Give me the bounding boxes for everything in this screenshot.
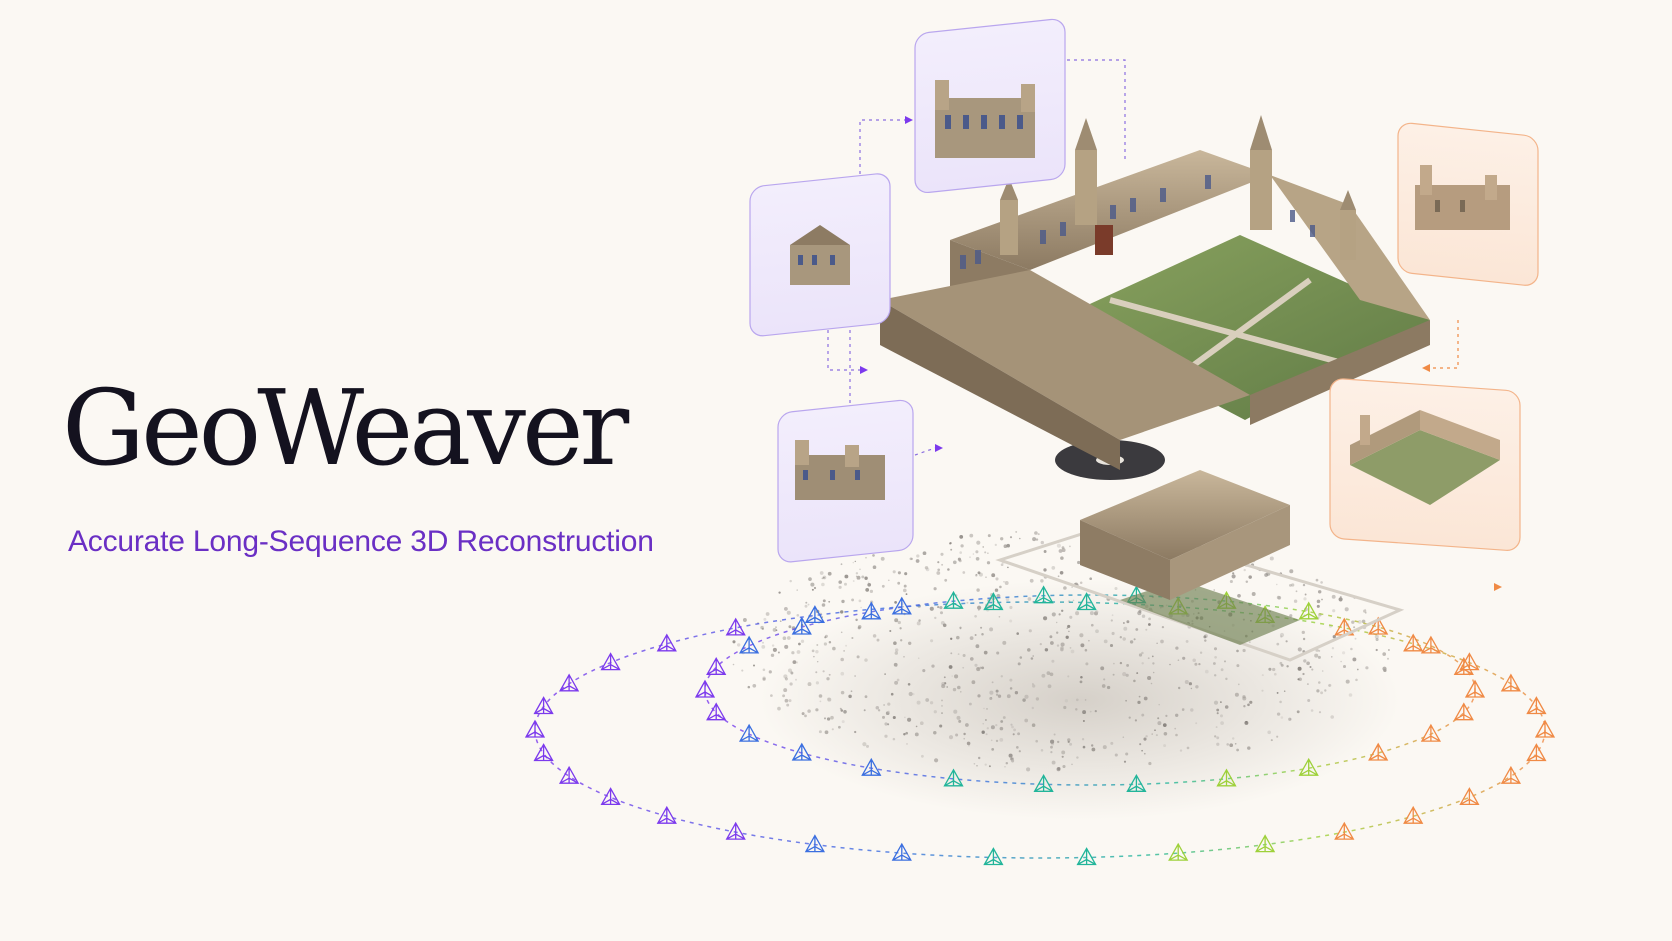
hero-subtitle: Accurate Long-Sequence 3D Reconstruction [68, 525, 654, 558]
camera-frustum-icon [1500, 765, 1522, 784]
camera-frustum-icon [725, 821, 746, 840]
camera-frustum-icon [558, 765, 580, 784]
camera-frustum-icon [1534, 719, 1556, 738]
camera-frustum-icon [1254, 834, 1276, 853]
camera-frustum-icon [861, 601, 882, 620]
tower-block [1080, 470, 1290, 600]
camera-frustum-icon [706, 702, 727, 721]
camera-frustum-icon [1298, 757, 1319, 776]
camera-frustum-icon [1420, 723, 1442, 742]
camera-frustum-icon [1076, 592, 1097, 611]
camera-frustum-icon [1403, 633, 1424, 652]
camera-frustum-icon [533, 696, 554, 715]
reconstruction-illustration [524, 18, 1556, 866]
camera-frustum-icon [1076, 847, 1097, 866]
camera-frustum-icon [656, 633, 677, 652]
hero-title: GeoWeaver [62, 367, 629, 489]
view-panel-4 [1397, 122, 1539, 286]
camera-frustum-icon [791, 742, 812, 761]
camera-frustum-icon [1403, 805, 1424, 824]
camera-frustum-icon [943, 590, 964, 609]
camera-frustum-icon [1126, 773, 1147, 792]
main-quad-building [880, 115, 1430, 470]
camera-frustum-icon [804, 834, 826, 853]
camera-frustum-icon [1464, 679, 1486, 698]
camera-frustum-icon [725, 617, 746, 636]
view-panel-1 [749, 173, 891, 337]
camera-frustum-icon [706, 656, 727, 675]
view-panel-2 [914, 18, 1066, 194]
camera-frustum-icon [1459, 787, 1480, 806]
camera-frustum-icon [891, 596, 912, 615]
camera-frustum-icon [1526, 743, 1547, 762]
camera-frustum-icon [1216, 768, 1237, 787]
camera-frustum-icon [1526, 696, 1547, 715]
camera-frustum-icon [983, 592, 1004, 611]
camera-frustum-icon [1033, 773, 1054, 792]
camera-frustum-icon [558, 673, 580, 692]
camera-frustum-icon [1033, 585, 1054, 604]
camera-frustum-icon [804, 605, 826, 624]
camera-frustum-icon [1420, 635, 1442, 654]
camera-frustum-icon [791, 616, 812, 635]
view-panel-3 [777, 399, 914, 563]
view-panel-5 [1329, 378, 1521, 551]
camera-frustum-icon [656, 805, 677, 824]
camera-frustum-icon [1368, 742, 1389, 761]
camera-frustum-icon [1298, 601, 1319, 620]
camera-frustum-icon [600, 787, 621, 806]
camera-frustum-icon [1453, 656, 1474, 675]
camera-frustum-icon [943, 768, 964, 787]
camera-frustum-icon [891, 842, 912, 861]
camera-frustum-icon [1168, 842, 1189, 861]
camera-frustum-icon [524, 719, 546, 738]
camera-frustum-icon [1500, 673, 1522, 692]
camera-frustum-icon [738, 723, 760, 742]
camera-frustum-icon [983, 847, 1004, 866]
camera-frustum-icon [1334, 821, 1355, 840]
camera-frustum-icon [861, 757, 882, 776]
camera-frustum-icon [1453, 702, 1474, 721]
camera-frustum-icon [694, 679, 716, 698]
camera-frustum-icon [600, 652, 621, 671]
camera-frustum-icon [738, 635, 760, 654]
camera-frustum-icon [533, 743, 554, 762]
